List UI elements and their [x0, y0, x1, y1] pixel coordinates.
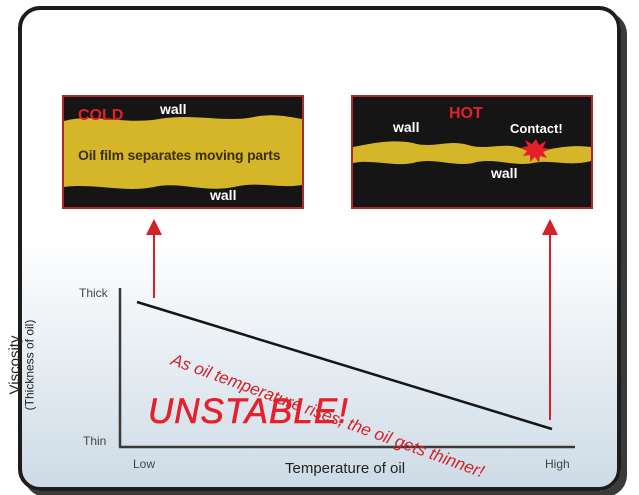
diagram-card — [18, 6, 621, 491]
hot-wall-left-label: wall — [393, 119, 420, 135]
hot-panel: HOT wall Contact! wall — [351, 95, 593, 209]
top-wall-label: wall — [160, 101, 187, 117]
y-axis-subtitle: (Thickness of oil) — [22, 319, 37, 411]
cold-panel: COLD wall Oil film separates moving part… — [62, 95, 304, 209]
unstable-label: UNSTABLE! — [148, 392, 349, 432]
y-tick-thin: Thin — [83, 434, 107, 448]
y-axis-title: Viscosity — [6, 335, 24, 395]
contact-burst-icon — [520, 139, 551, 163]
oil-film-label: Oil film separates moving parts — [78, 147, 281, 163]
thick-oil-film-shape — [64, 115, 302, 189]
hot-label: HOT — [449, 105, 483, 122]
x-axis-title: Temperature of oil — [285, 460, 406, 477]
y-tick-thick: Thick — [79, 286, 108, 300]
hot-wall-bottom-label: wall — [491, 165, 518, 181]
x-tick-low: Low — [133, 457, 156, 471]
cold-label: COLD — [78, 107, 124, 124]
bottom-wall-label: wall — [210, 187, 237, 203]
x-tick-high: High — [545, 457, 570, 471]
thin-oil-film-shape — [353, 139, 591, 165]
viscosity-trend-line — [136, 300, 553, 431]
contact-label: Contact! — [510, 121, 563, 136]
